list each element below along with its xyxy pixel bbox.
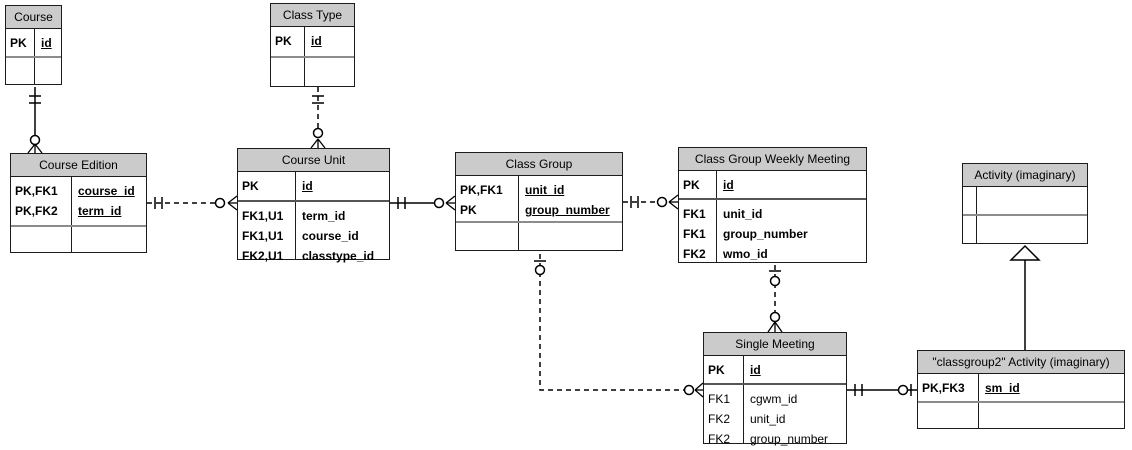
entity-course: Course PK id — [5, 5, 62, 85]
empty-section — [456, 221, 622, 250]
relationship-activity-inheritance — [1009, 244, 1041, 350]
relationship-class-type-course-unit — [310, 87, 326, 149]
entity-class-group: Class Group PK,FK1 PK unit_id group_numb… — [455, 152, 623, 251]
field-name: group_number — [723, 227, 808, 241]
key-label: PK — [275, 34, 292, 48]
entity-title: "classgroup2" Activity (imaginary) — [918, 351, 1124, 374]
pk-section: PK,FK3 sm_id — [918, 374, 1124, 401]
attributes-section: FK1 FK2 FK2 cgwm_id unit_id group_number — [704, 383, 846, 446]
key-label: FK2 — [683, 247, 706, 261]
key-label: PK — [10, 36, 27, 50]
empty-section — [963, 214, 1087, 243]
entity-title: Single Meeting — [704, 333, 846, 356]
pk-section: PK id — [704, 356, 846, 383]
pk-section: PK,FK1 PK unit_id group_number — [456, 176, 622, 221]
pk-section: PK id — [6, 29, 61, 56]
entity-title: Class Group — [456, 153, 622, 176]
relationship-class-group-single-meeting — [534, 254, 704, 398]
field-name: course_id — [302, 229, 359, 243]
entity-title: Class Group Weekly Meeting — [679, 148, 866, 171]
field-name: group_number — [750, 432, 829, 446]
field-name: unit_id — [750, 412, 786, 426]
attributes-section: FK1 FK1 FK2 unit_id group_number wmo_id — [679, 198, 866, 262]
field-name: group_number — [525, 203, 610, 217]
key-label: PK,FK3 — [922, 381, 965, 395]
field-name: id — [750, 363, 761, 377]
field-name: id — [311, 34, 322, 48]
relationship-class-group-cgwm — [623, 194, 679, 210]
field-name: term_id — [302, 209, 346, 223]
key-label: FK1 — [683, 207, 706, 221]
relationship-single-meeting-classgroup2 — [847, 384, 917, 396]
entity-title: Course — [6, 6, 61, 29]
relationship-course-edition-course-unit — [147, 195, 238, 211]
pk-section: PK id — [238, 172, 389, 200]
empty-section — [963, 187, 1087, 214]
pk-section: PK id — [271, 27, 354, 56]
field-name: sm_id — [985, 381, 1020, 395]
entity-class-group-weekly-meeting: Class Group Weekly Meeting PK id FK1 FK1… — [678, 147, 867, 263]
pk-section: PK,FK1 PK,FK2 course_id term_id — [11, 177, 146, 225]
key-label: FK1 — [708, 392, 731, 406]
relationship-course-course-edition — [27, 87, 43, 154]
key-label: FK1,U1 — [242, 229, 284, 243]
entity-title: Course Edition — [11, 154, 146, 177]
attributes-section: FK1,U1 FK1,U1 FK2,U1 term_id course_id c… — [238, 200, 389, 263]
empty-section — [271, 56, 354, 86]
field-name: unit_id — [525, 183, 565, 197]
key-label: PK — [683, 178, 700, 192]
empty-section — [11, 225, 146, 252]
field-name: id — [41, 36, 52, 50]
key-label: PK — [460, 203, 477, 217]
key-label: FK2 — [708, 412, 731, 426]
entity-single-meeting: Single Meeting PK id FK1 FK2 FK2 cgwm_id… — [703, 332, 847, 446]
field-name: classtype_id — [302, 249, 375, 263]
empty-section — [6, 56, 61, 84]
key-label: FK1 — [683, 227, 706, 241]
field-name: course_id — [78, 184, 135, 198]
pk-section: PK id — [679, 171, 866, 198]
field-name: id — [723, 178, 734, 192]
relationship-cgwm-single-meeting — [767, 265, 783, 333]
entity-title: Activity (imaginary) — [963, 164, 1087, 187]
field-name: id — [302, 179, 313, 193]
field-name: term_id — [78, 204, 122, 218]
key-label: PK — [708, 363, 725, 377]
key-label: PK,FK1 — [15, 184, 58, 198]
key-label: FK1,U1 — [242, 209, 284, 223]
field-name: cgwm_id — [750, 392, 798, 406]
field-name: wmo_id — [723, 247, 768, 261]
field-name: unit_id — [723, 207, 763, 221]
key-label: PK,FK1 — [460, 183, 503, 197]
entity-title: Course Unit — [238, 149, 389, 172]
empty-section — [918, 401, 1124, 428]
entity-activity-imaginary: Activity (imaginary) — [962, 163, 1088, 244]
key-label: PK,FK2 — [15, 204, 58, 218]
key-label: FK2 — [708, 432, 731, 446]
entity-course-unit: Course Unit PK id FK1,U1 FK1,U1 FK2,U1 t… — [237, 148, 390, 263]
entity-class-type: Class Type PK id — [270, 3, 355, 87]
entity-classgroup2-activity: "classgroup2" Activity (imaginary) PK,FK… — [917, 350, 1125, 429]
key-label: PK — [242, 179, 259, 193]
entity-title: Class Type — [271, 4, 354, 27]
key-label: FK2,U1 — [242, 249, 284, 263]
relationship-course-unit-class-group — [390, 195, 456, 211]
entity-course-edition: Course Edition PK,FK1 PK,FK2 course_id t… — [10, 153, 147, 253]
